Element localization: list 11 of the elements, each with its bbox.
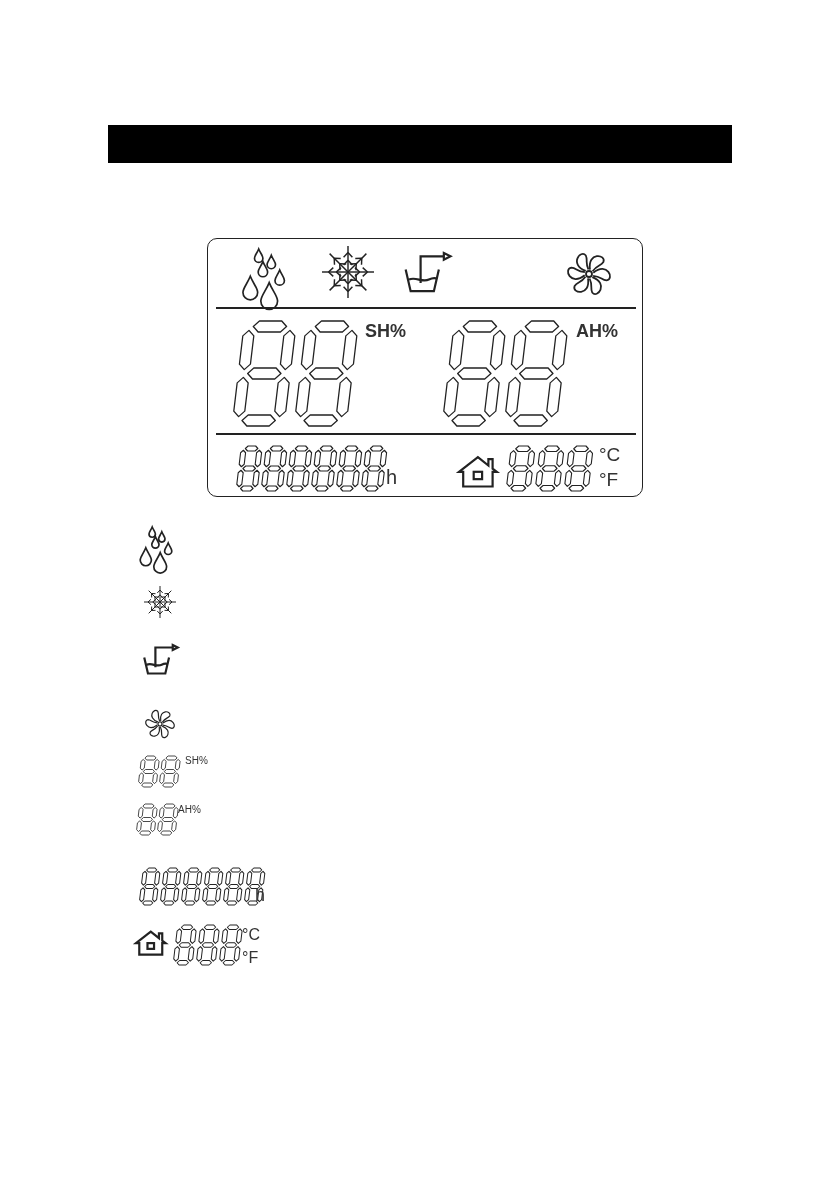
- unit-label: h: [386, 467, 398, 487]
- unit-label: °F: [242, 950, 259, 966]
- unit-label: SH%: [185, 756, 208, 766]
- unit-label: °C: [599, 445, 621, 464]
- unit-label: °F: [599, 470, 619, 489]
- unit-label: AH%: [178, 805, 201, 815]
- unit-label: SH%: [365, 322, 406, 340]
- unit-label: AH%: [576, 322, 618, 340]
- lcd-panel: [207, 238, 643, 497]
- unit-label: °C: [242, 927, 260, 943]
- unit-label: h: [255, 886, 265, 904]
